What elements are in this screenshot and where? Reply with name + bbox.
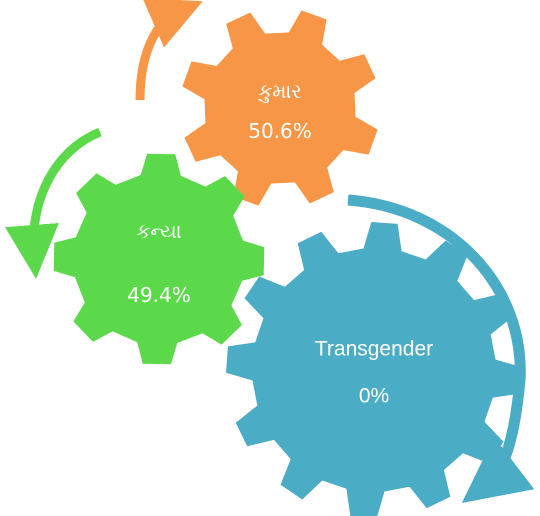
transgender-label: Transgender [314,337,434,361]
kumar-cycle-arrow [135,0,203,101]
kanya-gear [53,153,265,365]
kumar-label: કુમાર [258,79,302,103]
kumar-value: 50.6% [248,119,312,143]
kanya-label: કન્યા [136,219,182,243]
transgender-value: 0% [358,384,390,408]
kumar-gear [182,10,378,206]
transgender-gear [226,222,522,516]
kanya-value: 49.4% [127,283,191,307]
transgender-cycle-arrow [347,194,535,504]
kanya-cycle-arrow [5,127,102,279]
